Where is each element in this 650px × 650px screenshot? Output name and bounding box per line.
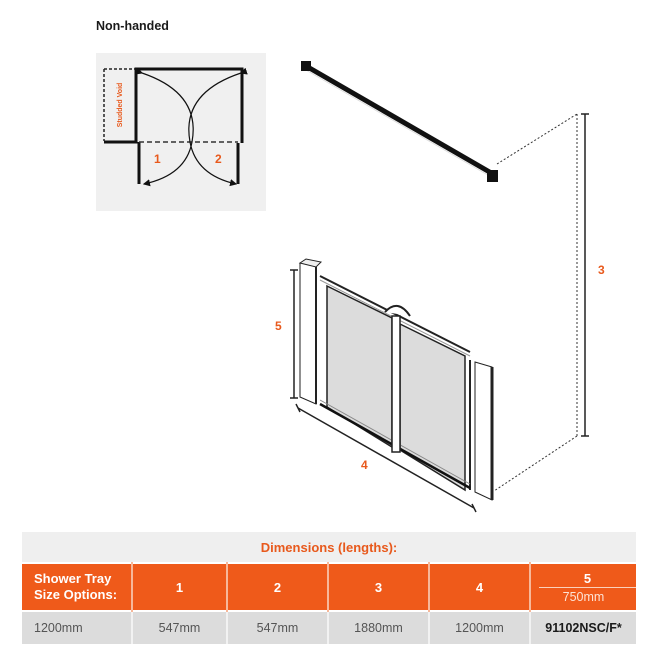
door-label-2: 2 — [215, 152, 222, 166]
header-col-4: 4 — [429, 562, 531, 611]
dimension-label-5: 5 — [275, 319, 282, 333]
header-tray-size: Shower Tray Size Options: — [22, 562, 133, 611]
cell-col-3: 1880mm — [328, 610, 430, 644]
table-caption: Dimensions (lengths): — [22, 532, 637, 563]
cell-tray-size: 1200mm — [22, 610, 133, 644]
dimension-label-3: 3 — [598, 263, 605, 277]
header-tray-size-line2: Size Options: — [34, 587, 118, 602]
cell-product-code: 91102NSC/F* — [530, 610, 637, 644]
page-title: Non-handed — [96, 19, 169, 33]
header-col-1: 1 — [132, 562, 228, 611]
studded-void-label: Studded Void — [117, 83, 124, 128]
header-col-2: 2 — [227, 562, 329, 611]
dimension-3 — [581, 113, 589, 437]
header-col-5-label: 5 — [539, 571, 637, 588]
dimension-4 — [295, 403, 477, 513]
dimension-5 — [290, 269, 298, 399]
header-col-5-sub: 750mm — [562, 589, 605, 604]
table-header-row: Shower Tray Size Options: 1 2 3 4 5 750m… — [22, 562, 637, 611]
door-swing-plan: Studded Void 1 2 — [103, 67, 248, 187]
plan-diagram: Studded Void 1 2 — [96, 53, 266, 211]
cell-col-2: 547mm — [227, 610, 329, 644]
cell-col-1: 547mm — [132, 610, 228, 644]
table-row: 1200mm 547mm 547mm 1880mm 1200mm 91102NS… — [22, 610, 637, 644]
door-label-1: 1 — [154, 152, 161, 166]
header-col-3: 3 — [328, 562, 430, 611]
table-caption-row: Dimensions (lengths): — [22, 532, 637, 563]
cell-col-4: 1200mm — [429, 610, 531, 644]
header-col-5: 5 750mm — [530, 562, 637, 611]
top-rail — [301, 61, 498, 182]
shower-door-drawing: 3 5 4 — [275, 61, 605, 513]
header-tray-size-line1: Shower Tray — [34, 571, 112, 586]
dimension-label-4: 4 — [361, 458, 368, 472]
dimensions-table: Dimensions (lengths): Shower Tray Size O… — [22, 532, 637, 644]
